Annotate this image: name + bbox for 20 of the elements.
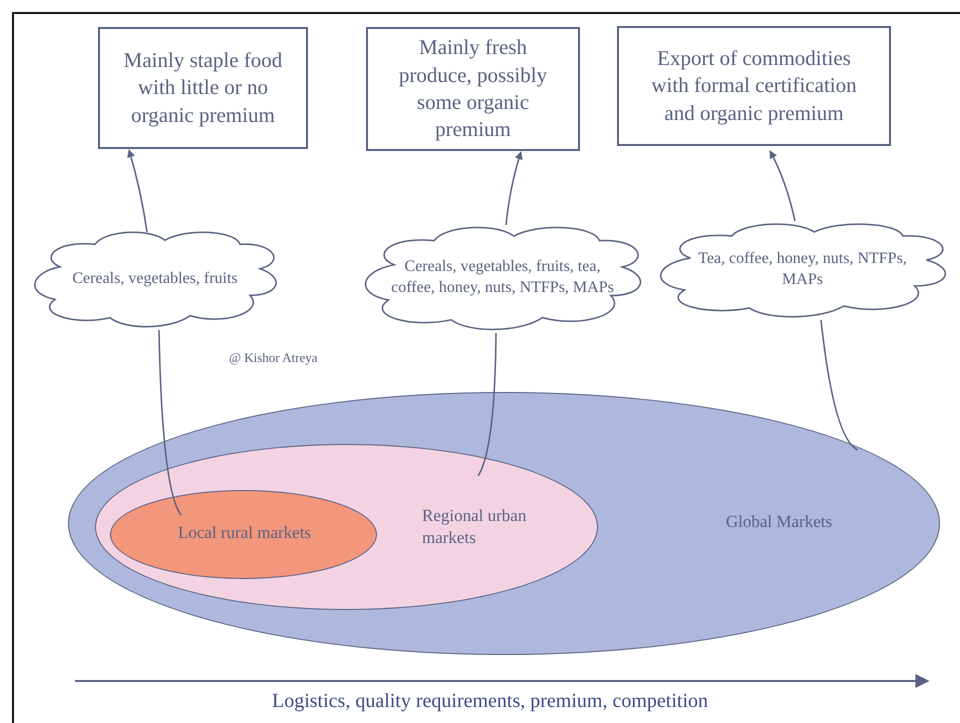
text-box — [366, 27, 580, 151]
box-text: Mainly fresh produce, possibly some organic premium — [398, 34, 548, 144]
text-box — [617, 26, 891, 146]
arrow — [505, 151, 523, 226]
box-text: Mainly staple food with little or no organic premium — [122, 47, 284, 129]
connector-line — [158, 330, 182, 516]
text-box — [98, 27, 308, 149]
cloud-text: Cereals, vegetables, fruits, tea, coffee, honey, nuts, NTFPs, MAPs — [390, 257, 615, 298]
arrow — [769, 150, 796, 222]
market-label: Global Markets — [724, 511, 834, 533]
axis-label: Logistics, quality requirements, premium, competition — [270, 690, 710, 713]
cloud-text: Cereals, vegetables, fruits — [72, 268, 238, 289]
connector-line — [477, 332, 497, 476]
market-label: Local rural markets — [176, 522, 312, 544]
market-label: Regional urban markets — [422, 505, 528, 550]
connector-line — [820, 320, 858, 451]
cloud-text: Tea, coffee, honey, nuts, NTFPs, MAPs — [697, 249, 908, 290]
box-text: Export of commodities with formal certification and organic premium — [650, 45, 858, 127]
arrow — [127, 149, 148, 232]
credit-text: @ Kishor Atreya — [229, 350, 318, 366]
